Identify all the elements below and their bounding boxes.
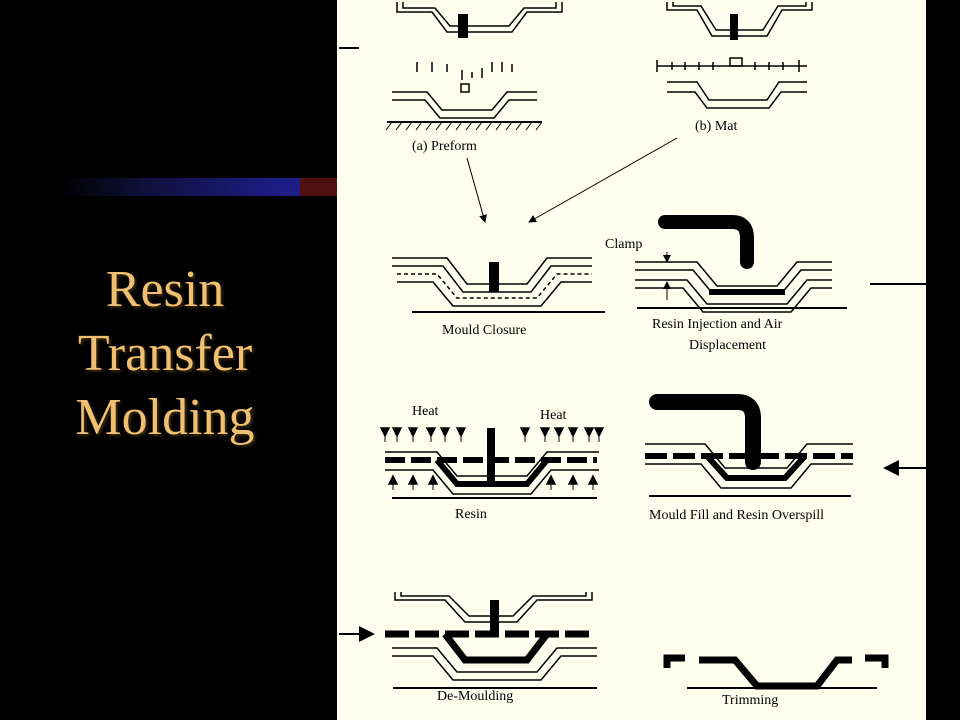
resin-injection-label-2: Displacement bbox=[689, 338, 766, 353]
title-line-3: Molding bbox=[75, 389, 255, 446]
mat-label: (b) Mat bbox=[695, 119, 737, 134]
demoulding-label: De-Moulding bbox=[437, 689, 513, 704]
heat-right-label: Heat bbox=[540, 408, 567, 423]
title-line-2: Transfer bbox=[77, 325, 253, 382]
process-diagram-panel: (a) Preform (b) Mat bbox=[337, 0, 926, 720]
preform-arrow bbox=[466, 157, 487, 223]
accent-bar bbox=[60, 178, 340, 196]
accent-bar-end bbox=[300, 178, 340, 196]
preform-injection-port bbox=[458, 14, 468, 38]
preform-step bbox=[385, 2, 563, 131]
resin-cure-label: Resin bbox=[455, 507, 487, 522]
trimming-step bbox=[663, 654, 889, 690]
trimming-label: Trimming bbox=[722, 693, 778, 708]
mat-arrow bbox=[528, 137, 678, 223]
demould-injection-port bbox=[490, 600, 499, 632]
rtm-process-diagram: (a) Preform (b) Mat bbox=[339, 2, 926, 708]
title-line-1: Resin bbox=[105, 261, 225, 318]
clamp-label: Clamp bbox=[605, 237, 642, 252]
mould-fill-label: Mould Fill and Resin Overspill bbox=[649, 508, 824, 523]
mat-injection-port bbox=[730, 14, 738, 40]
closure-injection-port bbox=[489, 262, 499, 292]
mat-step bbox=[656, 2, 813, 109]
resin-injection-step bbox=[635, 215, 847, 313]
heat-left-label: Heat bbox=[412, 404, 439, 419]
demoulding-step bbox=[385, 592, 597, 689]
resin-injection-label-1: Resin Injection and Air bbox=[652, 317, 783, 332]
mould-closure-step bbox=[392, 257, 605, 313]
slide-title: Resin Transfer Molding bbox=[20, 258, 310, 450]
resin-cure-step bbox=[379, 427, 605, 499]
preform-label: (a) Preform bbox=[412, 139, 477, 154]
mould-closure-label: Mould Closure bbox=[442, 323, 526, 338]
mould-fill-step bbox=[645, 394, 853, 497]
